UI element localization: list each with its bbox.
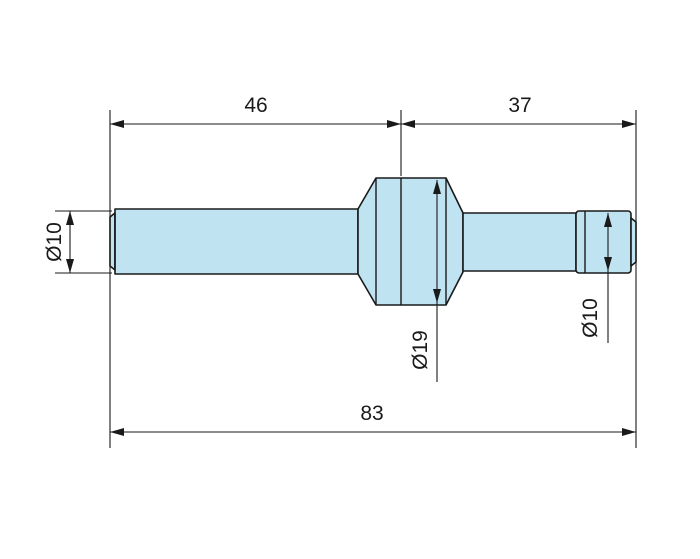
total-length-label: 83 <box>360 402 383 425</box>
left-diameter-label: Ø10 <box>43 222 66 262</box>
shaft-body <box>109 177 637 306</box>
center-collar <box>357 177 464 306</box>
right-length-label: 37 <box>508 94 531 117</box>
center-diameter-label: Ø19 <box>409 330 432 370</box>
right-diameter-label: Ø10 <box>579 298 602 338</box>
right-end-chamfer <box>630 217 637 267</box>
right-end-collar <box>575 210 632 274</box>
dimension-labels: 46 37 83 Ø10 Ø19 Ø10 <box>43 94 602 425</box>
left-shaft-section <box>114 208 359 275</box>
right-shaft-section <box>462 212 577 272</box>
dimension-lines <box>66 120 636 436</box>
left-length-label: 46 <box>244 94 267 117</box>
extension-lines <box>55 110 637 448</box>
